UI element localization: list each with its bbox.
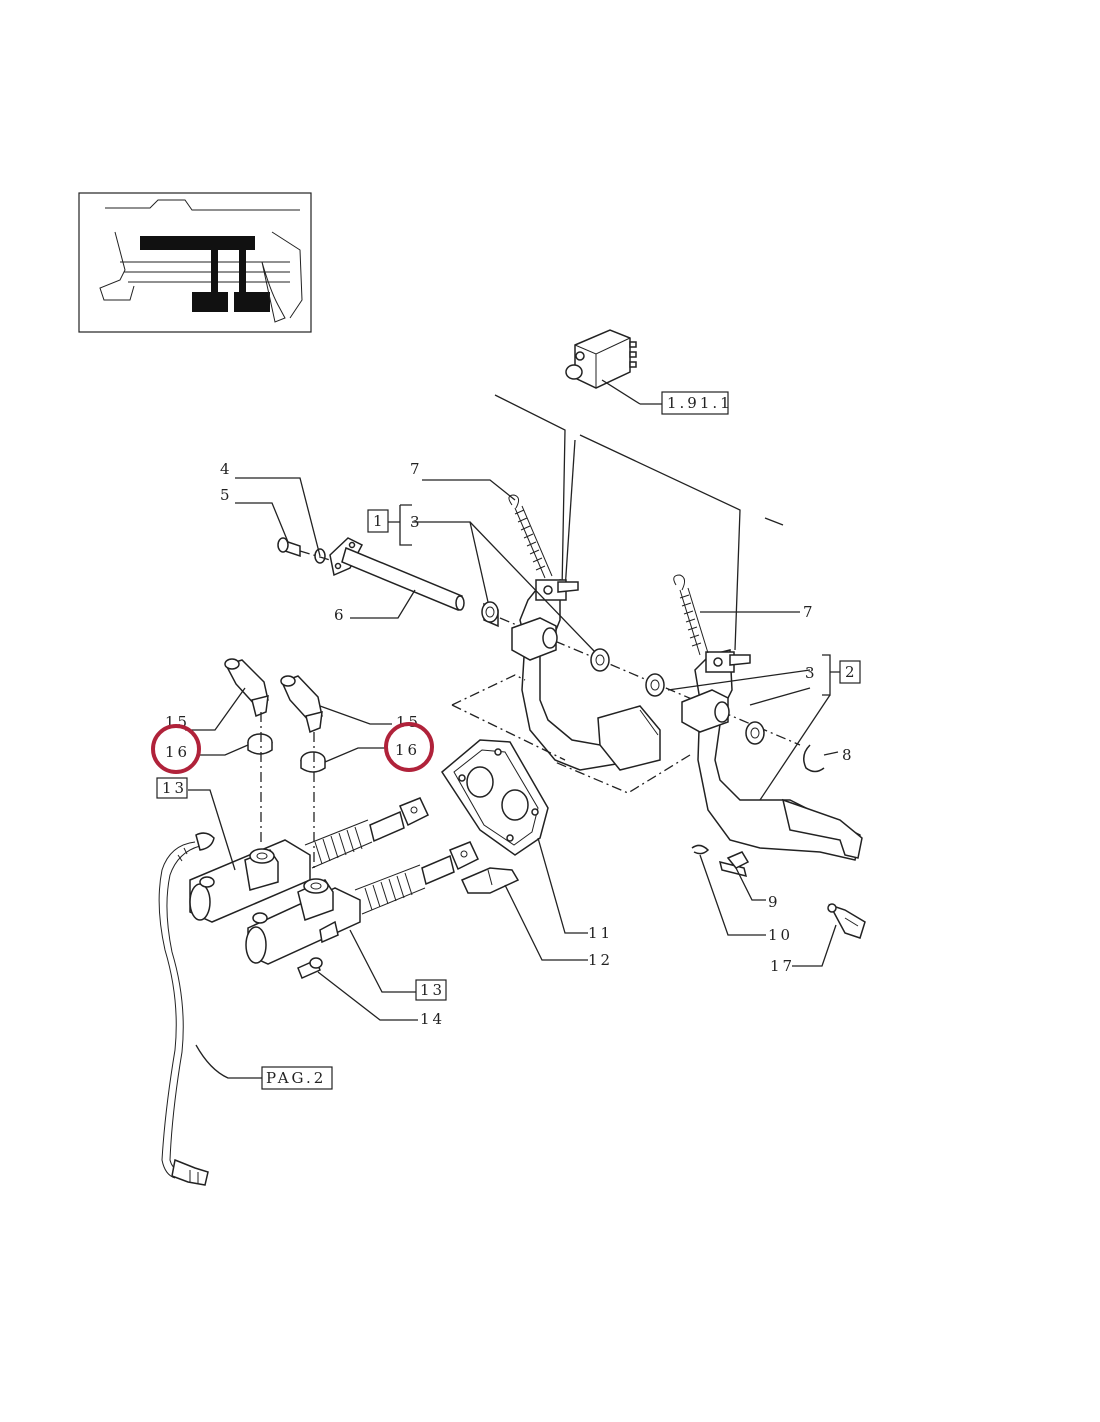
callout-13-top: 13 (162, 779, 187, 797)
fitting-front (280, 675, 323, 734)
push-rod-front (354, 841, 479, 915)
inset-pedal-bar (140, 236, 255, 250)
callout-13-bottom-box (415, 979, 447, 1001)
master-cylinder-rear (189, 839, 311, 923)
inset-brake-pedal (234, 292, 270, 312)
clutch-pedal (511, 579, 661, 771)
callout-7-right: 7 (803, 603, 816, 621)
callout-1-box (367, 509, 389, 533)
callout-1-91-1-box (661, 391, 729, 415)
callout-pag2: PAG.2 (266, 1069, 326, 1087)
fitting-rear (224, 658, 269, 718)
wiring-harness (158, 832, 262, 1186)
mounting-plate (441, 739, 549, 856)
cross-shaft (277, 537, 499, 628)
brake-pedal (681, 649, 863, 861)
callout-13-top-box (156, 777, 188, 799)
callout-4: 4 (220, 460, 233, 478)
washer-front (300, 751, 326, 773)
location-inset (78, 192, 312, 333)
sensor-clip (827, 903, 866, 939)
callout-7-left: 7 (410, 460, 423, 478)
callout-14: 14 (420, 1010, 445, 1028)
callout-15-right: 15 (396, 713, 421, 731)
callout-1-91-1: 1.91.1 (667, 394, 733, 412)
master-cylinder-front (245, 878, 361, 965)
callout-10: 10 (768, 926, 793, 944)
callout-17: 17 (770, 957, 795, 975)
callout-6: 6 (334, 606, 347, 624)
return-spring-right (673, 574, 709, 656)
callout-11: 11 (588, 924, 613, 942)
callout-3-top: 3 (410, 513, 423, 531)
stop-light-switch (565, 329, 662, 405)
inset-clutch-pedal (192, 292, 228, 312)
highlight-ring-16-left (151, 724, 201, 774)
callout-pag2-box (261, 1066, 333, 1090)
callout-12: 12 (588, 951, 613, 969)
leader-lines (185, 477, 842, 1021)
callout-2-box (839, 660, 861, 684)
callout-8: 8 (842, 746, 855, 764)
callout-3-right: 3 (805, 664, 818, 682)
callout-5: 5 (220, 486, 233, 504)
callout-1: 1 (373, 512, 386, 530)
callout-16-left: 16 (165, 743, 190, 761)
callout-2: 2 (845, 663, 858, 681)
callout-13-bottom: 13 (420, 981, 445, 999)
washer-rear (247, 733, 273, 755)
callout-16-right: 16 (395, 741, 420, 759)
return-spring-left (508, 494, 553, 579)
highlight-ring-16-right (384, 722, 434, 772)
callout-9: 9 (768, 893, 781, 911)
push-rod-rear (304, 797, 429, 869)
